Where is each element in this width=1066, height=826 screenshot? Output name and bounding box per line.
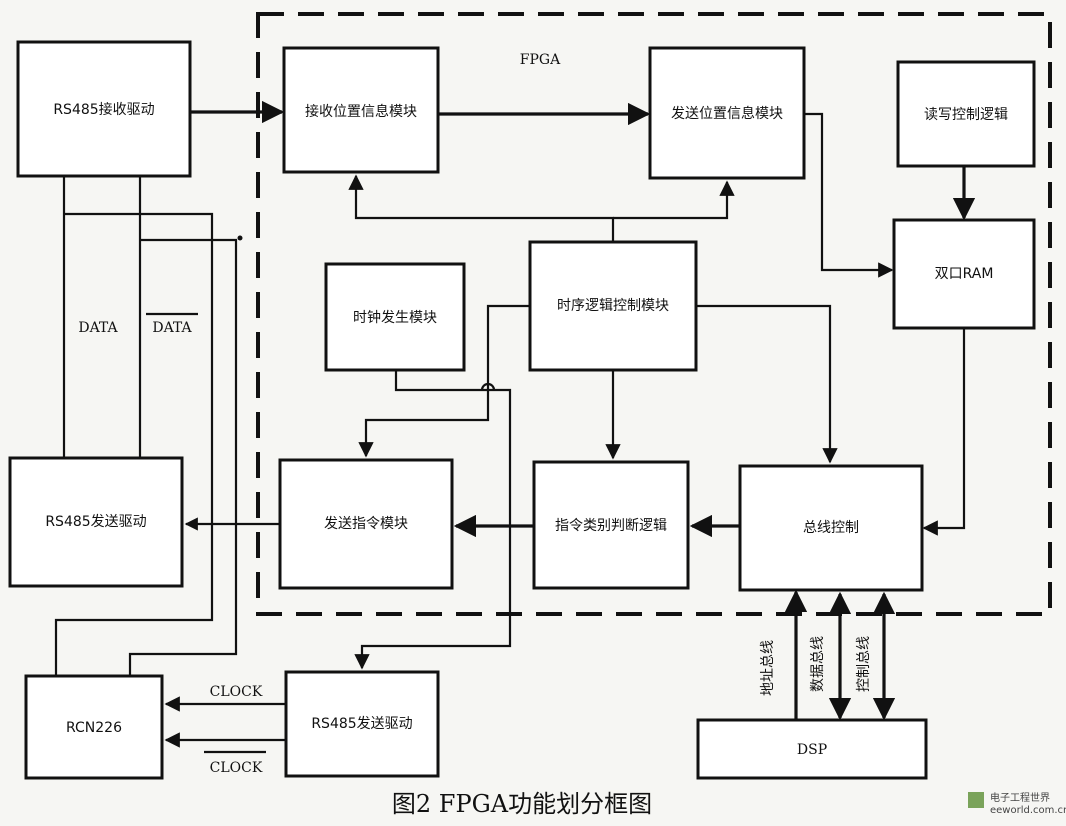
timing-logic-control-label: 时序逻辑控制模块	[557, 298, 669, 314]
rcn226-label: RCN226	[66, 720, 122, 736]
rcn226-data-bar-line	[128, 238, 238, 676]
clock-generator-label: 时钟发生模块	[353, 309, 437, 326]
bus-control-block: 总线控制	[738, 464, 924, 592]
rs485-rx-driver-label: RS485接收驱动	[53, 101, 154, 118]
command-type-logic-block: 指令类别判断逻辑	[532, 460, 690, 590]
rcn226-data-line	[54, 212, 214, 676]
dual-port-ram-label: 双口RAM	[935, 266, 994, 282]
timing-to-rx-pos-arrow	[348, 174, 615, 242]
rw-control-logic-label: 读写控制逻辑	[924, 106, 1008, 123]
clock-gen-to-rs485-tx2-arrow	[354, 370, 512, 670]
rw-control-logic-block: 读写控制逻辑	[896, 60, 1036, 168]
bus-control-label: 总线控制	[803, 520, 859, 536]
control-bus-label: 控制总线	[856, 636, 872, 692]
timing-to-tx-pos-arrow	[613, 180, 735, 220]
fpga-label: FPGA	[520, 52, 561, 68]
rx-position-module-block: 接收位置信息模块	[282, 46, 440, 174]
data-signal-label: DATA	[78, 320, 118, 336]
rcn226-block: RCN226	[24, 674, 164, 780]
tx-command-module-block: 发送指令模块	[278, 458, 454, 590]
eeworld-logo-name: 电子工程世界	[990, 791, 1050, 804]
timing-logic-control-block: 时序逻辑控制模块	[528, 240, 698, 372]
eeworld-logo-site: eeworld.com.cn	[990, 805, 1066, 816]
tx-pos-to-ram-arrow	[804, 112, 894, 278]
rs485-tx-driver-2-block: RS485发送驱动	[284, 670, 440, 778]
dsp-block: DSP	[696, 718, 928, 780]
wire-crossing-hop	[480, 382, 496, 391]
address-bus-label: 地址总线	[760, 640, 776, 696]
tx-command-module-label: 发送指令模块	[324, 516, 408, 532]
figure-caption: 图2 FPGA功能划分框图	[392, 790, 652, 818]
timing-to-tx-cmd-arrow	[358, 304, 530, 458]
clock-signal-label: CLOCK	[210, 684, 263, 700]
timing-to-bus-ctrl-arrow	[696, 304, 838, 464]
data-bus-label: 数据总线	[810, 636, 826, 692]
rs485-rx-driver-block: RS485接收驱动	[16, 40, 192, 178]
clock-bar-signal-label: CLOCK	[210, 760, 263, 776]
clock-generator-block: 时钟发生模块	[324, 262, 466, 372]
fpga-boundary	[256, 12, 1052, 616]
ram-to-bus-ctrl-arrow	[922, 328, 966, 536]
rs485-tx-driver-2-label: RS485发送驱动	[311, 716, 412, 732]
dual-port-ram-block: 双口RAM	[892, 218, 1036, 330]
command-type-logic-label: 指令类别判断逻辑	[555, 518, 667, 534]
eeworld-logo-icon	[968, 792, 984, 808]
eeworld-logo: 电子工程世界 eeworld.com.cn	[968, 791, 1066, 816]
tx-position-module-block: 发送位置信息模块	[648, 46, 806, 180]
data-bar-signal-label: DATA	[152, 320, 192, 336]
junction-dot	[237, 235, 243, 241]
tx-position-module-label: 发送位置信息模块	[671, 105, 783, 122]
rx-position-module-label: 接收位置信息模块	[305, 103, 417, 120]
rs485-tx-driver-label: RS485发送驱动	[45, 514, 146, 530]
rs485-tx-driver-block: RS485发送驱动	[8, 456, 184, 588]
dsp-label: DSP	[797, 742, 827, 758]
